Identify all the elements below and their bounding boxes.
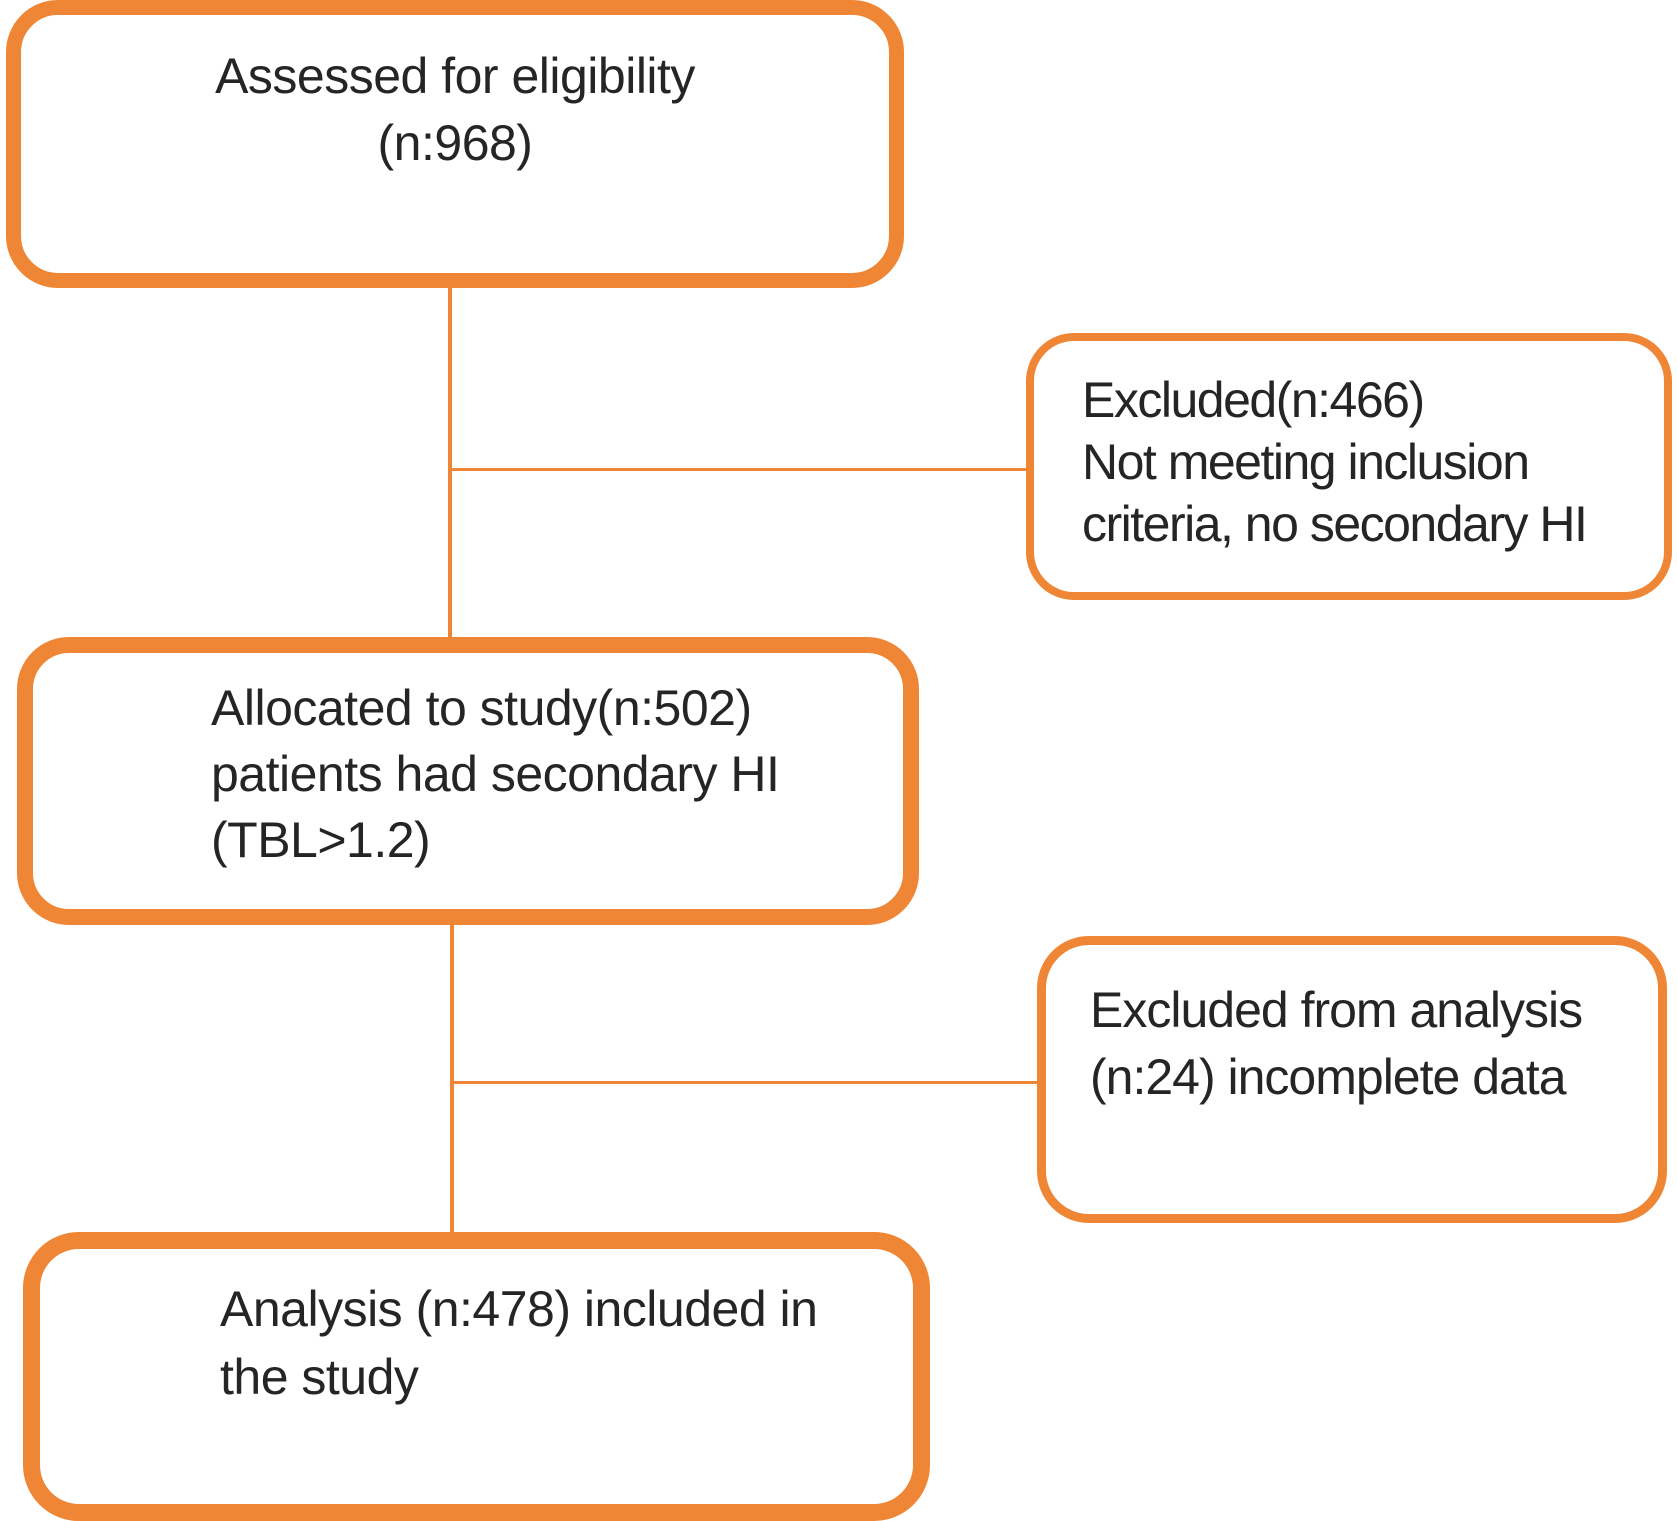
- text-line: the study: [220, 1349, 419, 1405]
- text-line: (n:968): [377, 115, 533, 171]
- text-line: criteria, no secondary HI: [1082, 496, 1588, 552]
- assessed-for-eligibility-box: Assessed for eligibility (n:968): [6, 0, 904, 288]
- connector-allocated-to-analysis: [450, 923, 454, 1234]
- analysis-included-box: Analysis (n:478) included in the study: [23, 1232, 930, 1521]
- excluded2-text-block: Excluded from analysis (n:24) incomplete…: [1090, 977, 1648, 1111]
- excluded1-text-block: Excluded(n:466) Not meeting inclusion cr…: [1082, 369, 1654, 555]
- excluded-from-analysis-box: Excluded from analysis (n:24) incomplete…: [1037, 936, 1667, 1223]
- connector-branch-to-excluded1: [450, 468, 1028, 471]
- text-line: Not meeting inclusion: [1082, 434, 1530, 490]
- text-line: (TBL>1.2): [211, 812, 431, 868]
- excluded-not-meeting-criteria-box: Excluded(n:466) Not meeting inclusion cr…: [1026, 333, 1672, 600]
- text-line: Excluded(n:466): [1082, 372, 1425, 428]
- text-line: Allocated to study(n:502): [211, 680, 752, 736]
- assessed-text-block: Assessed for eligibility (n:968): [21, 43, 889, 177]
- allocated-text-block: Allocated to study(n:502) patients had s…: [211, 675, 893, 873]
- allocated-to-study-box: Allocated to study(n:502) patients had s…: [17, 637, 919, 925]
- text-line: Assessed for eligibility: [215, 48, 695, 104]
- connector-assessed-to-allocated: [448, 285, 452, 639]
- connector-branch-to-excluded2: [452, 1081, 1039, 1084]
- text-line: (n:24) incomplete data: [1090, 1049, 1567, 1105]
- text-line: patients had secondary HI: [211, 746, 780, 802]
- text-line: Analysis (n:478) included in: [220, 1281, 818, 1337]
- text-line: Excluded from analysis: [1090, 982, 1583, 1038]
- analysis-text-block: Analysis (n:478) included in the study: [220, 1275, 903, 1411]
